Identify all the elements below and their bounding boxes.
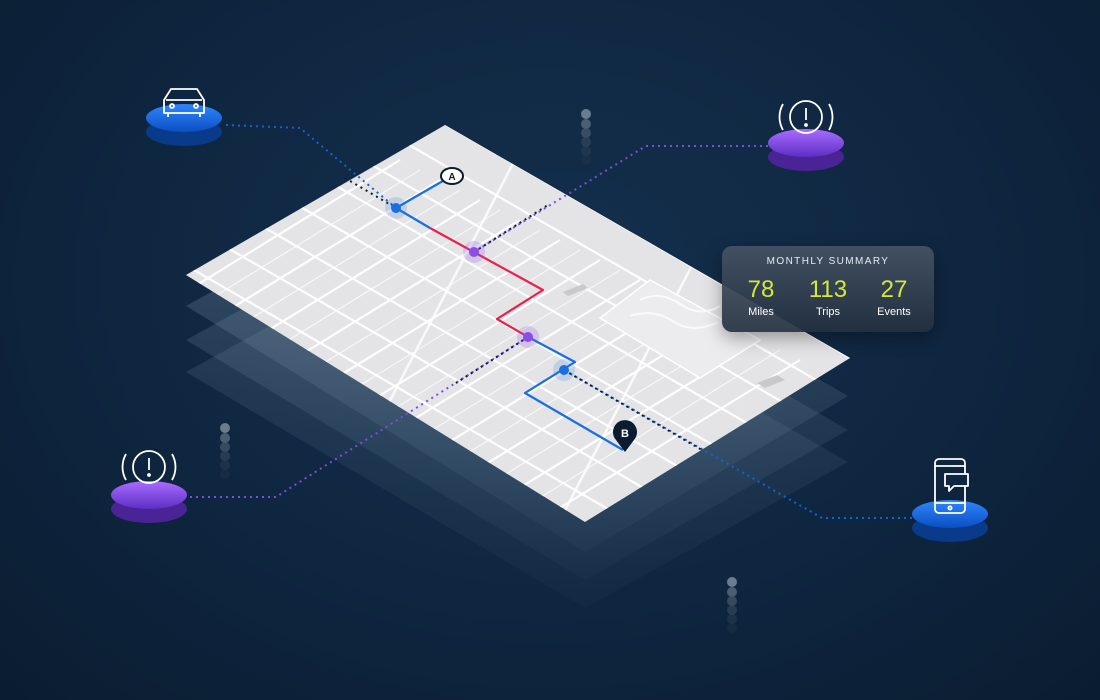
connector-alert-top xyxy=(473,145,768,253)
stat-label: Trips xyxy=(815,306,841,318)
stat-miles: 78 Miles xyxy=(731,276,791,318)
stat-trips: 113 Trips xyxy=(798,276,858,318)
summary-title: MONTHLY SUMMARY xyxy=(766,256,890,267)
stat-value: 113 xyxy=(808,276,848,303)
connector-car xyxy=(225,124,397,209)
stat-label: Miles xyxy=(748,306,774,318)
event-point-purple[interactable] xyxy=(517,326,539,348)
event-point-purple[interactable] xyxy=(463,241,485,263)
dot-column xyxy=(581,109,591,165)
route-point-blue[interactable] xyxy=(553,359,575,381)
alert-icon xyxy=(121,450,177,484)
alert-node-left[interactable] xyxy=(111,450,187,523)
route-segment-blue-end xyxy=(523,336,624,451)
route-segment-red xyxy=(429,227,545,338)
stat-label: Events xyxy=(877,306,911,318)
route-start-marker[interactable]: A xyxy=(440,167,464,185)
connector-phone xyxy=(563,369,912,519)
alert-node-top[interactable] xyxy=(768,100,844,171)
connector-alert-top-on-map xyxy=(473,204,549,253)
connector-alert-left xyxy=(190,336,529,498)
connector-car-on-map xyxy=(344,177,397,209)
route-point-blue[interactable] xyxy=(385,197,407,219)
car-icon xyxy=(163,88,205,117)
route-start-label: A xyxy=(448,172,455,183)
connector-alert-left-on-map xyxy=(455,336,529,384)
dot-column xyxy=(727,577,737,633)
dot-column xyxy=(220,423,230,479)
connector-phone-on-map xyxy=(563,369,703,451)
building-blocks xyxy=(563,284,785,388)
phone-node[interactable] xyxy=(912,458,988,542)
stat-value: 27 xyxy=(880,276,908,303)
alert-icon xyxy=(778,100,834,134)
route-end-marker[interactable]: B xyxy=(613,420,638,452)
monthly-summary-card[interactable]: MONTHLY SUMMARY 78 Miles 113 Trips 27 Ev… xyxy=(722,246,934,332)
stat-value: 78 xyxy=(747,276,775,303)
phone-message-icon xyxy=(934,458,969,514)
route-end-label: B xyxy=(621,428,629,440)
stat-events: 27 Events xyxy=(864,276,924,318)
car-node[interactable] xyxy=(146,88,222,146)
